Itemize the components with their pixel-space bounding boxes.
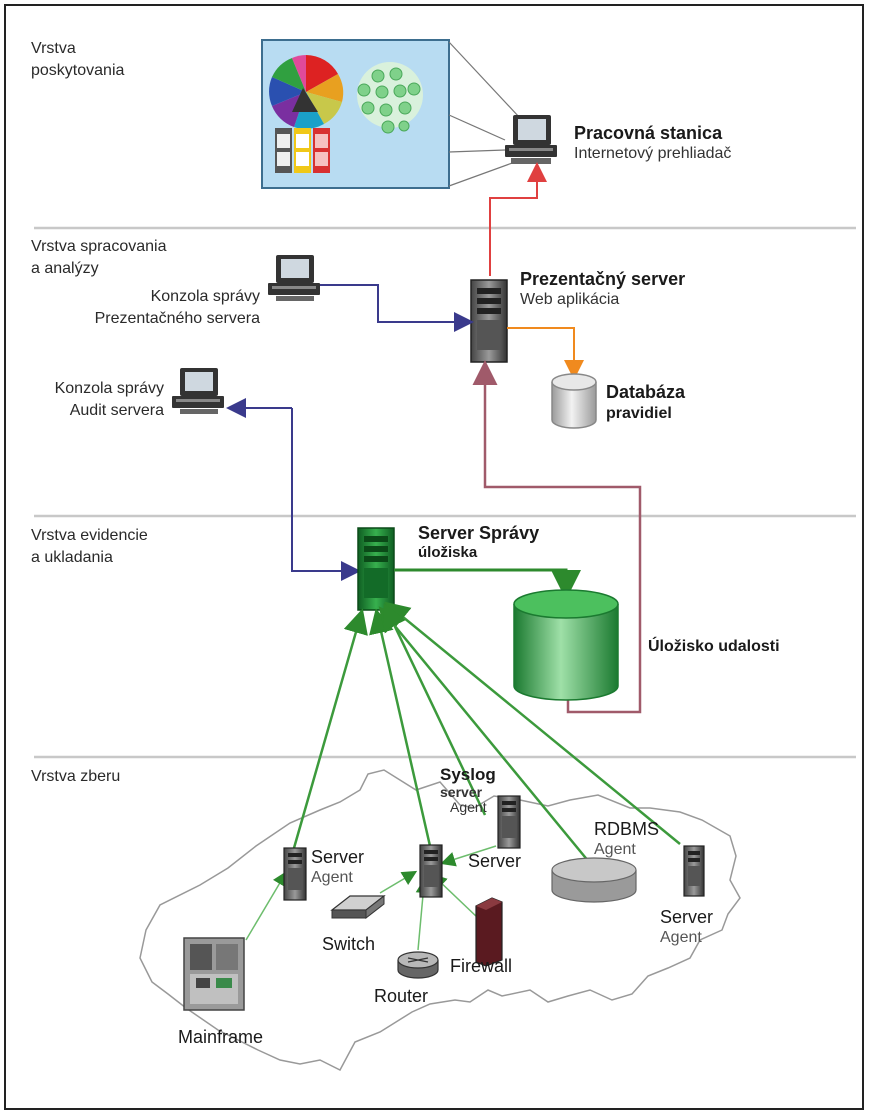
event-store-icon xyxy=(513,589,619,701)
syslog-label: Syslog server Agent xyxy=(440,765,496,815)
gauge-icons xyxy=(275,128,330,173)
storage-server-icon xyxy=(357,527,395,611)
console-audit-label: Konzola správy Audit servera xyxy=(54,380,164,419)
server-agent-left-label: Server Agent xyxy=(311,847,365,886)
collection-links xyxy=(292,601,681,869)
console-presentation-icon xyxy=(268,255,320,301)
link-console-to-presentation xyxy=(320,284,474,332)
console-presentation-label: Konzola správy Prezentačného servera xyxy=(94,288,260,327)
collection-region-outline xyxy=(139,769,741,1071)
router-label: Router xyxy=(374,986,429,1006)
rules-database-icon xyxy=(551,373,597,429)
workstation-icon xyxy=(505,115,557,164)
mainframe-label: Mainframe xyxy=(178,1027,264,1047)
rdbms-icon xyxy=(551,857,637,903)
diagram-frame xyxy=(4,4,864,1110)
local-links xyxy=(245,845,497,951)
presentation-server-label: Prezentačný server Web aplikácia xyxy=(520,269,686,308)
router-icon xyxy=(397,951,439,979)
switch-icon xyxy=(330,894,386,920)
storage-server-label: Server Správy úložiska xyxy=(418,523,540,561)
layer-label-presentation: Vrstva poskytovania xyxy=(31,40,125,79)
panel-connector-lines xyxy=(448,41,521,187)
server-mid-icon xyxy=(497,795,521,849)
server-agent-right-label: Server Agent xyxy=(660,907,714,946)
firewall-icon xyxy=(475,897,503,967)
server-agent-left-icon xyxy=(283,847,307,901)
layer-label-processing: Vrstva spracovania a analýzy xyxy=(31,238,167,277)
presentation-server-icon xyxy=(470,279,508,363)
network-cluster-icon xyxy=(357,62,423,134)
link-storage-to-eventstore xyxy=(394,568,581,600)
event-store-label: Úložisko udalosti xyxy=(648,638,780,655)
console-audit-icon xyxy=(172,368,224,414)
layer-label-collection: Vrstva zberu xyxy=(31,768,121,785)
syslog-server-icon xyxy=(419,844,443,898)
firewall-label: Firewall xyxy=(450,956,513,976)
switch-label: Switch xyxy=(322,934,376,954)
pie-chart-icon xyxy=(269,55,344,129)
mainframe-icon xyxy=(183,937,245,1011)
server-mid-label: Server xyxy=(468,851,522,871)
link-presentation-to-workstation xyxy=(489,162,547,276)
rules-database-label: Databáza pravidiel xyxy=(606,382,686,422)
workstation-label: Pracovná stanica Internetový prehliadač xyxy=(574,123,732,162)
layer-label-storage: Vrstva evidencie a ukladania xyxy=(31,527,148,566)
rdbms-label: RDBMS Agent xyxy=(594,819,660,858)
link-audit-to-storage xyxy=(291,408,361,581)
link-presentation-to-rulesdb xyxy=(507,327,584,380)
dashboard-panel xyxy=(261,39,450,189)
link-eventstore-to-presentation xyxy=(472,360,642,714)
server-agent-right-icon xyxy=(683,845,705,897)
